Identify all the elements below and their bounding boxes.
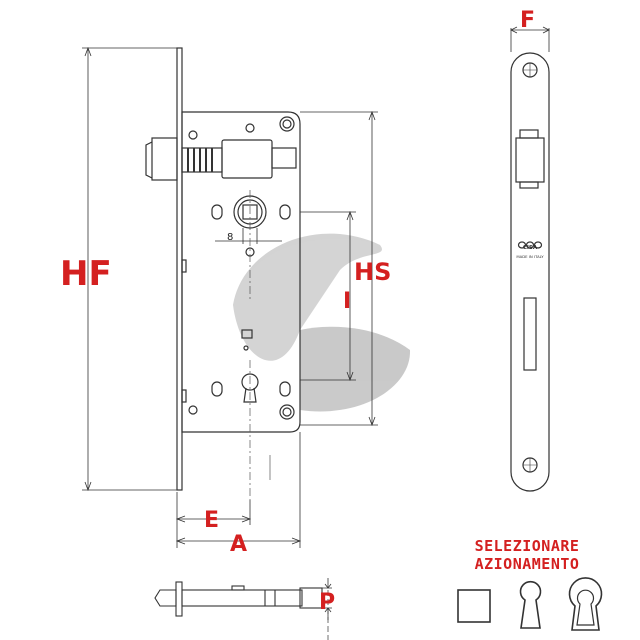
dim-8-label: 8	[227, 232, 233, 243]
bolt-opening	[523, 297, 537, 371]
dim-a-label: A	[230, 532, 247, 557]
dim-i-label: I	[343, 289, 351, 314]
selector-title-line1: SELEZIONARE	[475, 537, 580, 555]
faceplate-brand: CISA	[523, 245, 538, 251]
selector-title-line2: AZIONAMENTO	[475, 555, 580, 573]
dimension-lines	[82, 46, 378, 548]
euro-cylinder-option-icon[interactable]	[568, 577, 603, 631]
screw-hole-bottom	[279, 404, 295, 420]
dim-hf-label: HF	[60, 254, 112, 294]
lock-case	[181, 111, 301, 433]
lock-plan-view	[154, 578, 332, 640]
dim-hs-label: HS	[354, 258, 391, 286]
faceplate-front-view	[510, 26, 550, 492]
dim-p-label: P	[319, 590, 335, 615]
watermark-logo	[233, 233, 411, 412]
dim-e-label: E	[204, 508, 219, 533]
faceplate-outline	[510, 52, 550, 492]
faceplate-edge	[176, 47, 183, 491]
square-spindle-option-icon[interactable]	[457, 589, 491, 623]
keyhole-cutout	[241, 373, 259, 403]
actuation-options	[457, 577, 603, 631]
dim-f-label: F	[520, 8, 535, 33]
faceplate-caption: MADE IN ITALY	[516, 254, 544, 259]
lock-side-view	[145, 47, 301, 491]
latch-bolt	[145, 137, 297, 181]
center-lines	[249, 190, 271, 500]
screw-hole-top	[279, 116, 295, 132]
keyhole-option-icon[interactable]	[519, 580, 542, 629]
latch-opening	[515, 137, 545, 183]
